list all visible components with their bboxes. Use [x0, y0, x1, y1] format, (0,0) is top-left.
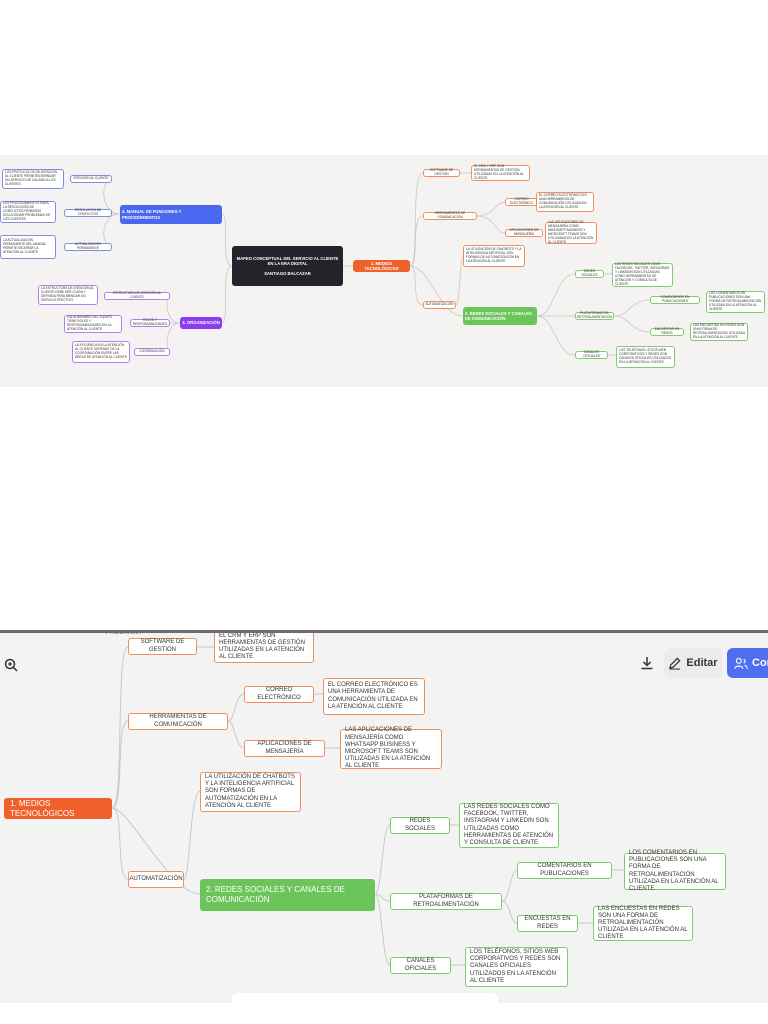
node-encuestas-zoom[interactable]: ENCUESTAS EN REDES: [517, 915, 578, 932]
node-roles-desc[interactable]: CADA MIEMBRO DEL EQUIPO TIENE ROLES Y RE…: [64, 315, 122, 333]
node-auto-desc[interactable]: LA UTILIZACIÓN DE CHATBOTS Y LA INTELIGE…: [463, 245, 525, 267]
mindmap-overview: MAPEO CONCEPTUAL DEL SERVICIO AL CLIENTE…: [0, 155, 768, 387]
node-encuestas[interactable]: ENCUESTAS EN REDES: [650, 327, 684, 336]
node-redes[interactable]: REDES SOCIALES: [575, 269, 604, 278]
node-software-desc-zoom[interactable]: EL CRM Y ERP SON HERRAMIENTAS DE GESTIÓN…: [214, 633, 314, 663]
node-canales-desc[interactable]: LOS TELÉFONOS, SITIOS WEB CORPORATIVOS Y…: [616, 346, 675, 368]
node-coordinacion[interactable]: COORDINACIÓN: [134, 348, 170, 356]
edit-button[interactable]: Editar: [664, 648, 722, 678]
branch-redes-sociales-zoom[interactable]: 2. REDES SOCIALES Y CANALES DE COMUNICAC…: [200, 879, 375, 911]
node-canales-desc-zoom[interactable]: LOS TELÉFONOS, SITIOS WEB CORPORATIVOS Y…: [465, 947, 568, 987]
node-herramientas[interactable]: HERRAMIENTAS DE COMUNICACIÓN: [423, 211, 477, 220]
node-correo[interactable]: CORREO ELECTRÓNICO: [505, 197, 538, 206]
node-comentarios-desc-zoom[interactable]: LOS COMENTARIOS EN PUBLICACIONES SON UNA…: [624, 850, 726, 892]
node-redes-desc-zoom[interactable]: LAS REDES SOCIALES COMO FACEBOOK, TWITTE…: [459, 803, 559, 848]
node-correo-zoom[interactable]: CORREO ELECTRÓNICO: [244, 686, 314, 703]
node-comentarios-desc[interactable]: LOS COMENTARIOS EN PUBLICACIONES SON UNA…: [706, 291, 765, 313]
node-estructura-desc[interactable]: LA ESTRUCTURA DE ATENCIÓN AL CLIENTE DEB…: [38, 285, 98, 305]
users-icon: [734, 657, 748, 669]
download-button[interactable]: [634, 648, 660, 678]
share-label: Con: [752, 657, 768, 669]
zoomed-links: [111, 646, 624, 966]
node-correo-desc[interactable]: EL CORREO ELECTRÓNICO ES UNA HERRAMIENTA…: [536, 192, 594, 212]
node-resolucion[interactable]: RESOLUCIÓN DE CONFLICTOS: [64, 208, 112, 217]
branch-manual[interactable]: 4. MANUAL DE FUNCIONES Y PROCEDIMIENTOS: [120, 205, 222, 224]
node-apps[interactable]: APLICACIONES DE MENSAJERÍA: [505, 228, 543, 237]
node-software-gestion-zoom[interactable]: SOFTWARE DE GESTIÓN: [128, 638, 197, 655]
node-comentarios[interactable]: COMENTARIOS EN PUBLICACIONES: [650, 295, 700, 304]
node-software-desc[interactable]: EL CRM Y ERP SON HERRAMIENTAS DE GESTIÓN…: [471, 164, 530, 181]
node-apps-desc[interactable]: LAS APLICACIONES DE MENSAJERÍA COMO WHAT…: [545, 221, 597, 244]
node-coordinacion-desc[interactable]: LA EFICIENCIA EN LA ATENCIÓN AL CLIENTE …: [72, 341, 130, 363]
branch-medios-tecnologicos[interactable]: 1. MEDIOS TECNOLÓGICOS: [353, 260, 410, 272]
node-resolucion-desc[interactable]: LOS PROCEDIMIENTOS PARA LA RESOLUCIÓN DE…: [0, 201, 56, 223]
node-actualizacion-desc[interactable]: LA ACTUALIZACIÓN PERMANENTE DEL MANUAL P…: [0, 235, 56, 259]
share-button[interactable]: Con: [727, 648, 768, 678]
node-roles[interactable]: ROLES Y RESPONSABILIDADES: [130, 318, 170, 327]
node-correo-desc-zoom[interactable]: EL CORREO ELECTRÓNICO ES UNA HERRAMIENTA…: [323, 678, 425, 715]
central-author: SANTIAGO BALCAZAR: [264, 270, 311, 276]
node-auto-desc-zoom[interactable]: LA UTILIZACIÓN DE CHATBOTS Y LA INTELIGE…: [200, 772, 301, 812]
node-automatizacion-zoom[interactable]: AUTOMATIZACIÓN: [128, 871, 184, 888]
branch-medios-tecnologicos-zoom[interactable]: 1. MEDIOS TECNOLÓGICOS: [4, 798, 112, 819]
node-canales[interactable]: CANALES OFICIALES: [575, 350, 608, 359]
central-title: MAPEO CONCEPTUAL DEL SERVICIO AL CLIENTE…: [236, 256, 339, 267]
download-icon: [641, 657, 653, 670]
node-encuestas-desc[interactable]: LAS ENCUESTAS EN REDES SON UNA FORMA DE …: [690, 323, 748, 341]
node-canales-zoom[interactable]: CANALES OFICIALES: [390, 957, 451, 974]
node-apps-zoom[interactable]: APLICACIONES DE MENSAJERÍA: [244, 740, 325, 757]
node-redes-zoom[interactable]: REDES SOCIALES: [390, 817, 450, 834]
central-node[interactable]: MAPEO CONCEPTUAL DEL SERVICIO AL CLIENTE…: [232, 246, 343, 286]
node-herramientas-zoom[interactable]: HERRAMIENTAS DE COMUNICACIÓN: [128, 713, 228, 730]
node-atencion[interactable]: ATENCIÓN AL CLIENTE: [70, 175, 112, 183]
node-plataformas[interactable]: PLATAFORMAS DE RETROALIMENTACIÓN: [575, 311, 614, 320]
node-automatizacion[interactable]: AUTOMATIZACIÓN: [423, 301, 456, 309]
mindmap-zoomed: PROGRAMA 1. MEDIOS TECNOLÓGICOS 2. REDES…: [0, 630, 768, 1003]
node-software-gestion[interactable]: SOFTWARE DE GESTIÓN: [423, 168, 460, 177]
pencil-icon: [669, 657, 681, 670]
node-estructura[interactable]: ESTRUCTURA DE ATENCIÓN AL CLIENTE: [104, 291, 170, 300]
zoom-in-button[interactable]: [0, 654, 22, 676]
node-encuestas-desc-zoom[interactable]: LAS ENCUESTAS EN REDES SON UNA FORMA DE …: [593, 906, 693, 941]
node-atencion-desc[interactable]: LOS PROTOCOLOS DE ATENCIÓN AL CLIENTE PE…: [2, 169, 64, 189]
node-redes-desc[interactable]: LAS REDES SOCIALES COMO FACEBOOK, TWITTE…: [612, 263, 673, 287]
node-comentarios-zoom[interactable]: COMENTARIOS EN PUBLICACIONES: [517, 862, 612, 879]
node-plataformas-zoom[interactable]: PLATAFORMAS DE RETROALIMENTACIÓN: [390, 893, 502, 910]
zoom-in-icon: [4, 658, 18, 672]
node-actualizacion[interactable]: ACTUALIZACIÓN PERMANENTE: [64, 242, 112, 251]
branch-redes-sociales[interactable]: 2. REDES SOCIALES Y CANALES DE COMUNICAC…: [463, 307, 537, 325]
branch-organizacion[interactable]: 3. ORGANIZACIÓN: [180, 317, 222, 329]
edit-label: Editar: [686, 657, 718, 669]
partial-top-label: PROGRAMA: [106, 630, 142, 636]
node-apps-desc-zoom[interactable]: LAS APLICACIONES DE MENSAJERÍA COMO WHAT…: [340, 727, 442, 769]
bottom-bar: [232, 993, 498, 1003]
